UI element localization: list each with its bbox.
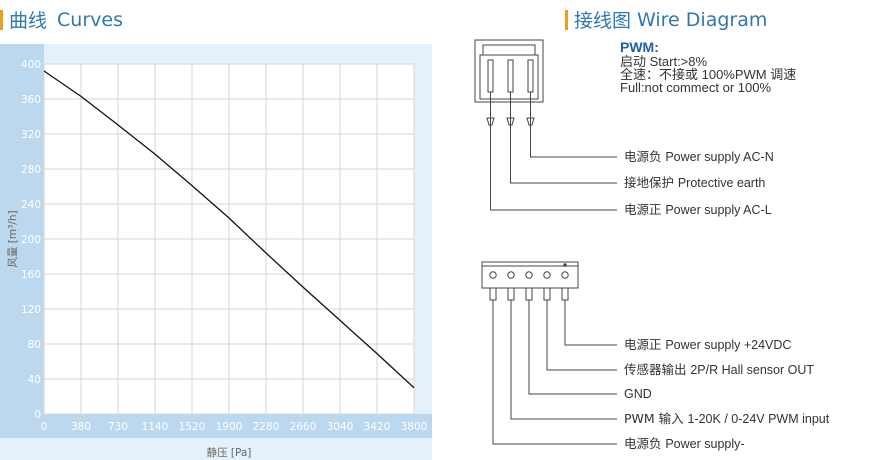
curves-title-zh: 曲线 xyxy=(9,10,48,32)
wire-title-zh: 接线图 xyxy=(574,10,632,32)
bottom-connector xyxy=(481,261,617,445)
y-tick-label: 280 xyxy=(21,164,41,176)
pwm-full-line: Full:not commect or 100% xyxy=(620,80,772,95)
x-tick-label: 1900 xyxy=(216,421,243,433)
leader-line-pwm xyxy=(510,300,617,420)
leader-line-gnd xyxy=(528,300,617,395)
label-ac-n: 电源负 Power supply AC-N xyxy=(624,149,774,165)
leader-line-ac-l xyxy=(490,126,617,211)
top-connector-pin-2 xyxy=(506,59,515,126)
wire-title-en: Wire Diagram xyxy=(637,8,768,31)
y-axis-band xyxy=(0,44,44,438)
accent-bar xyxy=(0,9,3,30)
curves-title-en: Curves xyxy=(57,8,123,31)
x-tick-label: 0 xyxy=(41,421,48,433)
leader-line-power-neg xyxy=(492,300,617,445)
x-tick-label: 730 xyxy=(108,421,128,433)
y-tick-label: 360 xyxy=(21,94,41,106)
curves-section-title: 曲线 Curves xyxy=(0,6,123,33)
y-axis-label: 风量 [m³/h] xyxy=(7,210,19,267)
label-gnd: GND xyxy=(624,387,652,401)
top-connector-latch xyxy=(482,44,536,56)
label-pwm: PWM 输入 1-20K / 0-24V PWM input xyxy=(624,411,830,427)
label-hall: 传感器输出 2P/R Hall sensor OUT xyxy=(624,362,814,378)
x-tick-label: 3800 xyxy=(401,421,428,433)
leader-line-ac-n xyxy=(530,126,617,158)
bottom-connector-pins xyxy=(489,271,569,301)
x-tick-label: 1520 xyxy=(179,421,206,433)
y-tick-label: 320 xyxy=(21,129,41,141)
x-tick-label: 380 xyxy=(71,421,91,433)
wire-section-title: 接线图 Wire Diagram xyxy=(565,6,767,33)
y-tick-label: 240 xyxy=(21,199,41,211)
leader-line-hall xyxy=(546,300,617,371)
top-connector-housing xyxy=(474,39,544,103)
label-ac-l: 电源正 Power supply AC-L xyxy=(624,202,772,218)
fan-curve-line xyxy=(43,70,415,389)
leader-line-24vdc xyxy=(564,300,617,346)
top-connector-pin-3 xyxy=(526,59,535,126)
x-tick-label: 2660 xyxy=(290,421,317,433)
y-tick-label: 160 xyxy=(21,269,41,281)
y-tick-label: 120 xyxy=(21,304,41,316)
x-tick-label: 1140 xyxy=(142,421,169,433)
x-tick-label: 2280 xyxy=(253,421,280,433)
chart-panel: 0 380 730 1140 1520 1900 2280 2660 3040 3420 3800 0… xyxy=(0,44,432,460)
y-tick-label: 400 xyxy=(21,59,41,71)
pwm-title: PWM: xyxy=(620,39,659,55)
top-connector xyxy=(474,39,617,211)
y-tick-label: 0 xyxy=(34,409,41,421)
x-axis-band xyxy=(0,414,432,438)
pwm-info: PWM: 启动 Start:>8% 全速：不接或 100%PWM 调速 Full… xyxy=(620,39,797,95)
accent-bar xyxy=(565,9,568,30)
pwm-full-speed-line: 全速：不接或 100%PWM 调速 xyxy=(620,67,797,82)
x-axis-label: 静压 [Pa] xyxy=(207,446,252,459)
y-tick-label: 40 xyxy=(28,374,41,386)
y-tick-label: 80 xyxy=(28,339,41,351)
label-24vdc: 电源正 Power supply +24VDC xyxy=(624,337,792,353)
label-power-neg: 电源负 Power supply- xyxy=(624,436,745,452)
leader-line-earth xyxy=(510,126,617,184)
x-tick-label: 3420 xyxy=(364,421,391,433)
pwm-start-line: 启动 Start:>8% xyxy=(620,54,708,69)
y-tick-label: 200 xyxy=(21,234,41,246)
label-earth: 接地保护 Protective earth xyxy=(624,175,766,191)
wire-diagram xyxy=(474,39,617,445)
top-connector-body xyxy=(479,54,539,100)
fan-curve-chart: 0 380 730 1140 1520 1900 2280 2660 3040 3420 3800 0… xyxy=(0,44,432,459)
top-connector-pin-1 xyxy=(486,59,495,126)
x-tick-label: 3040 xyxy=(327,421,354,433)
